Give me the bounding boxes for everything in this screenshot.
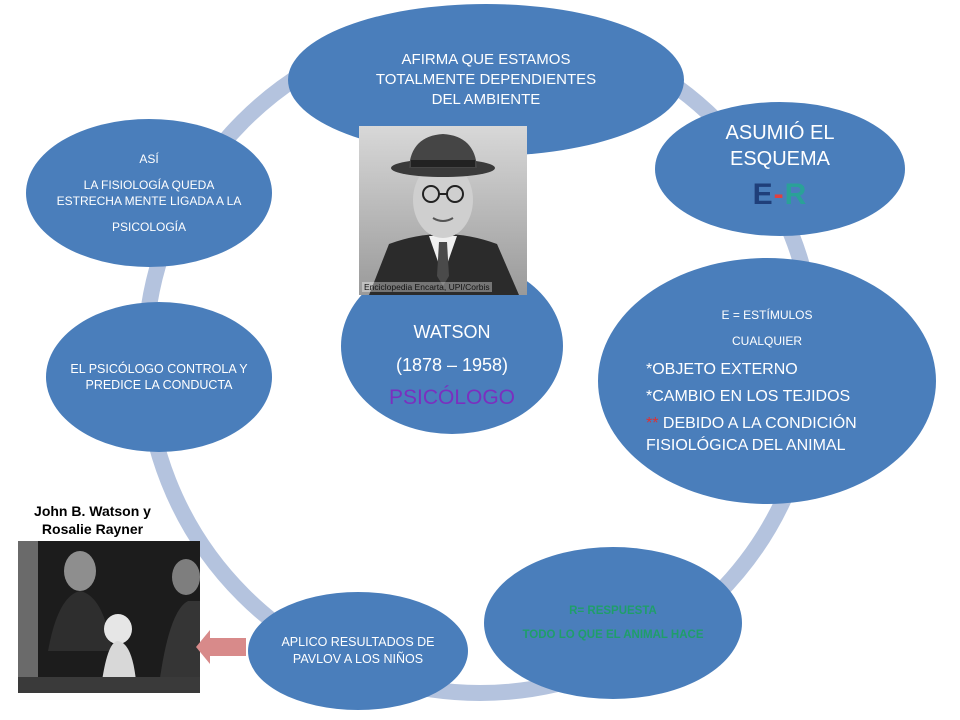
node-esquema-er: ASUMIÓ EL ESQUEMA E-R xyxy=(655,102,905,236)
node-control-conducta: EL PSICÓLOGO CONTROLA Y PREDICE LA CONDU… xyxy=(46,302,272,452)
left-arrow-icon xyxy=(196,630,246,664)
fisiologia-line2: LA FISIOLOGÍA QUEDA ESTRECHA MENTE LIGAD… xyxy=(56,178,242,208)
node-pavlov: APLICO RESULTADOS DE PAVLOV A LOS NIÑOS xyxy=(248,592,468,710)
er-dash: - xyxy=(773,178,785,211)
fisiologia-line3: PSICOLOGÍA xyxy=(111,220,187,234)
estimulo-cambio-tejidos: *CAMBIO EN LOS TEJIDOS xyxy=(646,388,851,405)
watson-name: WATSON xyxy=(413,321,491,342)
watson-rayner-photo xyxy=(18,541,200,693)
watson-years: (1878 – 1958) xyxy=(395,354,509,375)
er-e: E xyxy=(752,178,774,211)
stars-marker: ** xyxy=(646,415,659,432)
node-fisiologia: ASÍ LA FISIOLOGÍA QUEDA ESTRECHA MENTE L… xyxy=(26,119,272,267)
portrait-caption: Enciclopedia Encarta, UPI/Corbis xyxy=(362,282,492,292)
control-conducta-text: EL PSICÓLOGO CONTROLA Y PREDICE LA CONDU… xyxy=(70,362,248,392)
node-ambiente-line1: AFIRMA QUE ESTAMOS xyxy=(401,51,571,68)
watson-role: PSICÓLOGO xyxy=(388,385,516,409)
watson-portrait-image: Enciclopedia Encarta, UPI/Corbis xyxy=(359,126,527,295)
fisiologia-line1: ASÍ xyxy=(139,152,159,166)
estimulo-objeto-externo: *OBJETO EXTERNO xyxy=(646,361,798,378)
pavlov-text: APLICO RESULTADOS DE PAVLOV A LOS NIÑOS xyxy=(281,635,435,666)
node-estimulos: E = ESTÍMULOS CUALQUIER *OBJETO EXTERNO … xyxy=(598,258,936,504)
respuesta-description: TODO LO QUE EL ANIMAL HACE xyxy=(522,629,704,641)
er-formula: E-R xyxy=(753,178,808,212)
er-r: R xyxy=(784,178,808,211)
node-esquema-heading2: ESQUEMA xyxy=(729,148,831,170)
node-respuesta: R= RESPUESTA TODO LO QUE EL ANIMAL HACE xyxy=(484,547,742,699)
condicion-text: DEBIDO A LA CONDICIÓN FISIOLÓGICA DEL AN… xyxy=(646,415,857,454)
respuesta-definition: R= RESPUESTA xyxy=(569,605,657,617)
estimulos-cualquier: CUALQUIER xyxy=(731,334,802,348)
node-ambiente-line2: TOTALMENTE DEPENDIENTES xyxy=(375,71,597,88)
photo-caption: John B. Watson y Rosalie Rayner xyxy=(34,503,151,537)
estimulos-definition: E = ESTÍMULOS xyxy=(721,308,813,322)
estimulo-condicion-fisiologica: ** DEBIDO A LA CONDICIÓN FISIOLÓGICA DEL… xyxy=(646,413,888,457)
portrait-illustration xyxy=(359,126,527,295)
node-ambiente-line3: DEL AMBIENTE xyxy=(431,91,541,108)
photo-illustration xyxy=(18,541,200,693)
node-esquema-heading1: ASUMIÓ EL xyxy=(725,122,835,144)
